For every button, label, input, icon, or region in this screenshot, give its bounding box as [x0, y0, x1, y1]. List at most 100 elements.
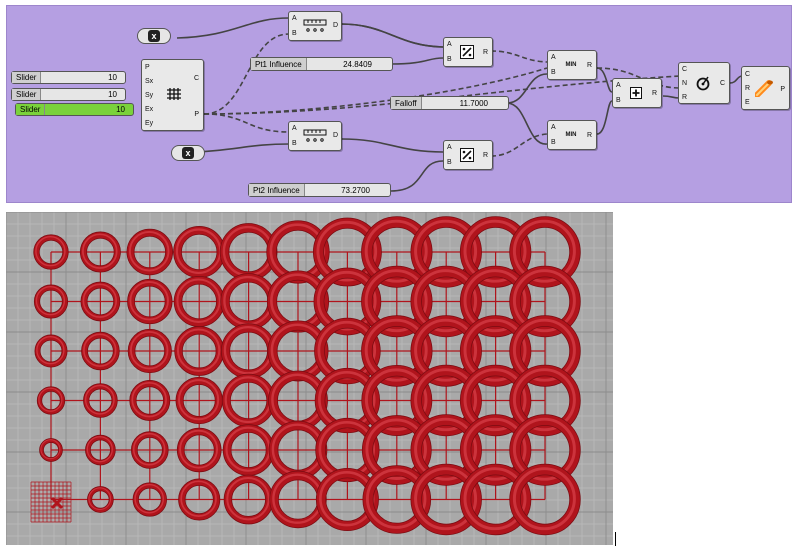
minimum-component-1[interactable]: A B MIN R — [547, 50, 597, 80]
slider-value: 10 — [108, 73, 117, 82]
input-port[interactable]: B — [447, 56, 452, 63]
slider-sy[interactable]: Slider 10 — [11, 88, 126, 101]
input-port[interactable]: P — [145, 64, 150, 71]
text-cursor — [615, 532, 616, 546]
pipe-ring-highlight — [176, 278, 221, 323]
pipe-ring-highlight — [364, 269, 428, 333]
minimum-icon: MIN — [560, 59, 582, 71]
distance-component-1[interactable]: A B D — [288, 11, 342, 41]
input-port[interactable]: B — [292, 140, 297, 147]
pipe-ring-highlight — [414, 467, 478, 531]
distance-icon — [301, 18, 329, 34]
slider-label: Pt2 Influence — [249, 184, 305, 196]
minimum-icon: MIN — [560, 129, 582, 141]
pipe-ring-highlight — [316, 220, 378, 282]
divide-component-2[interactable]: A B R — [443, 140, 493, 170]
input-port[interactable]: A — [551, 124, 556, 131]
input-port[interactable]: E — [745, 99, 750, 106]
input-port[interactable]: Sy — [145, 92, 154, 99]
input-port[interactable]: A — [292, 15, 297, 22]
pipe-ring-highlight — [132, 432, 166, 466]
point-icon: x — [148, 30, 160, 42]
output-port[interactable]: C — [193, 75, 199, 82]
addition-component[interactable]: A B R — [612, 78, 662, 108]
wires-layer — [176, 17, 743, 192]
point-param-1[interactable]: x — [137, 28, 171, 44]
pipe-ring-highlight — [463, 318, 527, 382]
pipe-ring-highlight — [176, 328, 221, 372]
pipe-ring-highlight — [414, 368, 478, 432]
pt2-influence-slider[interactable]: Pt2 Influence 73.2700 — [248, 183, 391, 197]
output-port[interactable]: D — [332, 22, 338, 29]
point-marker — [50, 496, 64, 510]
pipe-ring-highlight — [35, 286, 66, 316]
input-port[interactable]: B — [551, 139, 556, 146]
pipe-ring-highlight — [364, 318, 428, 382]
falloff-slider[interactable]: Falloff 11.7000 — [390, 96, 509, 110]
grid-component[interactable]: P Sx Sy Ex Ey C P — [141, 59, 204, 131]
input-port[interactable]: Ex — [145, 106, 154, 113]
divide-icon — [458, 148, 476, 162]
pipe-ring-highlight — [364, 219, 428, 283]
input-port[interactable]: Ey — [145, 120, 154, 127]
input-port[interactable]: A — [616, 82, 621, 89]
output-port[interactable]: P — [194, 111, 199, 118]
input-port[interactable]: A — [447, 41, 452, 48]
input-port[interactable]: A — [447, 144, 452, 151]
circle-component[interactable]: C N R C — [678, 62, 730, 104]
pipe-ring-highlight — [131, 381, 167, 418]
slider-ex[interactable]: Slider 10 — [15, 103, 134, 116]
pt1-influence-slider[interactable]: Pt1 Influence 24.8409 — [250, 57, 393, 71]
input-port[interactable]: A — [292, 125, 297, 132]
input-port[interactable]: B — [551, 69, 556, 76]
slider-label: Slider — [16, 104, 46, 115]
divide-icon — [458, 45, 476, 59]
pipe-ring-highlight — [179, 429, 219, 469]
pipe-ring-highlight — [463, 269, 527, 333]
input-port[interactable]: R — [682, 94, 688, 101]
pipe-ring-highlight — [512, 269, 576, 333]
pipe-component[interactable]: C R E P — [741, 66, 790, 110]
slider-label: Slider — [12, 72, 42, 83]
output-port[interactable]: D — [332, 132, 338, 139]
grasshopper-canvas[interactable]: Slider 10 Slider 10 Slider 10 P Sx Sy Ex… — [6, 5, 792, 203]
minimum-component-2[interactable]: A B MIN R — [547, 120, 597, 150]
pipe-ring-highlight — [84, 384, 115, 415]
output-port[interactable]: R — [586, 62, 592, 69]
distance-component-2[interactable]: A B D — [288, 121, 342, 151]
pipe-ring-highlight — [180, 480, 217, 517]
output-port[interactable]: R — [651, 90, 657, 97]
pipe-ring-highlight — [414, 417, 478, 481]
input-port[interactable]: A — [551, 54, 556, 61]
pipe-ring-highlight — [414, 269, 478, 333]
input-port[interactable]: C — [745, 71, 751, 78]
pipe-ring-highlight — [512, 318, 576, 382]
input-port[interactable]: R — [745, 85, 751, 92]
output-port[interactable]: R — [482, 49, 488, 56]
input-port[interactable]: B — [447, 159, 452, 166]
slider-label: Pt1 Influence — [251, 58, 307, 70]
point-param-2[interactable]: x — [171, 145, 205, 161]
pipe-ring-highlight — [365, 418, 427, 480]
rhino-viewport[interactable] — [6, 212, 613, 545]
slider-sx[interactable]: Slider 10 — [11, 71, 126, 84]
output-port[interactable]: C — [719, 80, 725, 87]
input-port[interactable]: B — [616, 97, 621, 104]
pipe-ring-highlight — [88, 487, 112, 511]
pipe-ring-highlight — [35, 235, 66, 267]
input-port[interactable]: C — [682, 66, 688, 73]
pipe-ring-highlight — [512, 467, 576, 531]
output-port[interactable]: R — [586, 132, 592, 139]
input-port[interactable]: Sx — [145, 78, 154, 85]
pipe-ring-highlight — [463, 417, 527, 481]
input-port[interactable]: N — [682, 80, 688, 87]
divide-component-1[interactable]: A B R — [443, 37, 493, 67]
pipe-ring-highlight — [38, 387, 63, 412]
pipe-ring-highlight — [40, 439, 61, 460]
output-port[interactable]: R — [482, 152, 488, 159]
input-port[interactable]: B — [292, 30, 297, 37]
viewport-scene — [6, 212, 613, 545]
pipe-icon — [753, 79, 776, 97]
pipe-ring-highlight — [512, 368, 576, 432]
output-port[interactable]: P — [780, 86, 785, 93]
